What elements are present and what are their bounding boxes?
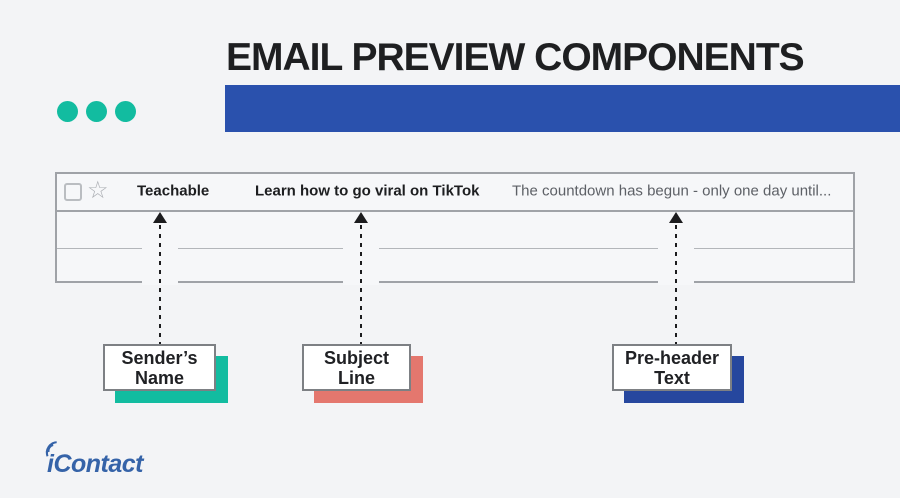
- empty-row: [57, 212, 853, 249]
- subject-line: Learn how to go viral on TikTok: [255, 182, 480, 200]
- callout-line: Line: [337, 367, 375, 388]
- callout-subject-line: Subject Line: [302, 344, 423, 403]
- logo-text: iContact: [47, 450, 144, 478]
- callout-line: Name: [134, 367, 185, 388]
- callout-line: Subject: [323, 347, 389, 368]
- checkbox-unchecked-icon[interactable]: [64, 183, 82, 201]
- decorative-dots: [57, 101, 136, 122]
- sender-name: Teachable: [137, 182, 210, 200]
- dot-icon: [115, 101, 136, 122]
- callout-senders-name: Sender’s Name: [103, 344, 228, 403]
- arrow-dashed-line: [675, 225, 677, 344]
- callout-line: Pre-header: [624, 347, 720, 368]
- callout-line: Text: [654, 367, 690, 388]
- arrow-up-icon: [354, 212, 368, 223]
- arrow-dashed-line: [159, 225, 161, 344]
- email-row[interactable]: ☆ Teachable Learn how to go viral on Tik…: [57, 174, 853, 212]
- arrow-dashed-line: [360, 225, 362, 344]
- callout-preheader-text: Pre-header Text: [612, 344, 744, 403]
- arrow-up-icon: [153, 212, 167, 223]
- dot-icon: [86, 101, 107, 122]
- callout-label: Pre-header Text: [612, 344, 732, 391]
- dot-icon: [57, 101, 78, 122]
- accent-bar: [225, 85, 900, 132]
- callout-label: Sender’s Name: [103, 344, 216, 391]
- logo-signal-arcs-icon: [45, 440, 57, 457]
- page-title: EMAIL PREVIEW COMPONENTS: [226, 36, 805, 79]
- arrow-up-icon: [669, 212, 683, 223]
- callout-label: Subject Line: [302, 344, 411, 391]
- inbox-preview-table: ☆ Teachable Learn how to go viral on Tik…: [55, 172, 855, 283]
- callout-line: Sender’s: [121, 347, 198, 368]
- icontact-logo: iContact: [45, 440, 144, 479]
- star-outline-icon[interactable]: ☆: [87, 177, 109, 205]
- preview-text: The countdown has begun - only one day u…: [512, 182, 832, 200]
